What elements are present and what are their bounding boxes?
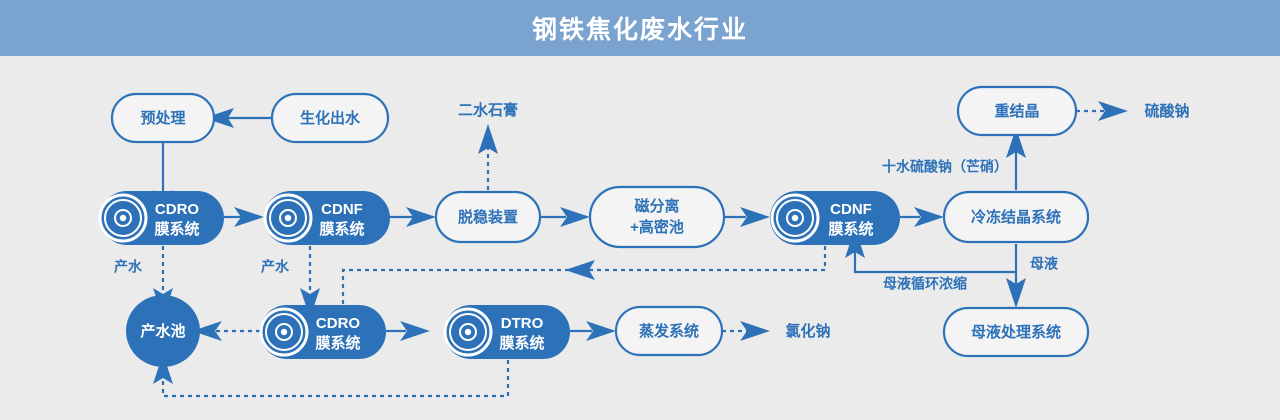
edge-dtro-to-evaporation bbox=[570, 321, 616, 341]
node-cdro-2-label-line1: CDRO bbox=[316, 315, 360, 332]
edge-destabilizer-to-gypsum bbox=[478, 124, 498, 190]
edge-freeze-to-recrystallize bbox=[1006, 128, 1026, 190]
node-recrystallization-label: 重结晶 bbox=[994, 102, 1039, 120]
node-cdro-membrane-system-1[interactable]: CDRO 膜系统 bbox=[98, 191, 224, 245]
edge-freeze-to-mother-liquor-system bbox=[1006, 244, 1026, 308]
edge-cdnf1-product-water bbox=[300, 246, 320, 318]
edge-cdro2-to-dtro bbox=[386, 321, 430, 341]
node-cdro-2-label-line2: 膜系统 bbox=[315, 334, 360, 352]
node-recrystallization[interactable]: 重结晶 bbox=[956, 85, 1078, 137]
edge-evaporation-to-sodium-chloride bbox=[722, 321, 770, 341]
membrane-disc-icon bbox=[770, 193, 820, 243]
node-freeze-crystallization[interactable]: 冷冻结晶系统 bbox=[942, 190, 1090, 244]
node-cdro-membrane-system-2[interactable]: CDRO 膜系统 bbox=[259, 305, 386, 359]
edge-bio-to-pretreatment bbox=[204, 108, 272, 128]
node-cdro-1-label-line2: 膜系统 bbox=[154, 220, 199, 238]
node-mother-liquor-system-label: 母液处理系统 bbox=[971, 323, 1061, 341]
output-gypsum-label: 二水石膏 bbox=[458, 101, 518, 119]
edge-cdro1-to-cdnf1 bbox=[224, 207, 264, 227]
edge-label-product-water-1: 产水 bbox=[114, 259, 143, 275]
node-dtro-label-line2: 膜系统 bbox=[499, 334, 544, 352]
page-title: 钢铁焦化废水行业 bbox=[531, 16, 748, 44]
node-bio-effluent[interactable]: 生化出水 bbox=[270, 92, 390, 144]
page-header: 钢铁焦化废水行业 bbox=[0, 0, 1280, 56]
edge-recrystallize-to-sodium-sulfate bbox=[1076, 101, 1128, 121]
node-product-water-pool-label: 产水池 bbox=[140, 322, 185, 340]
node-destabilizer-label: 脱稳装置 bbox=[458, 208, 518, 226]
membrane-disc-icon bbox=[443, 307, 493, 357]
node-freeze-crystallization-label: 冷冻结晶系统 bbox=[971, 208, 1061, 226]
edge-dtro-recycle-to-pool bbox=[153, 354, 510, 398]
membrane-disc-icon bbox=[263, 193, 313, 243]
node-magsep-label-line1: 磁分离 bbox=[634, 197, 679, 215]
edge-destabilizer-to-magsep bbox=[540, 207, 590, 227]
edge-label-mother-liquor: 母液 bbox=[1030, 256, 1059, 272]
node-pretreatment[interactable]: 预处理 bbox=[110, 92, 216, 144]
node-dtro-membrane-system[interactable]: DTRO 膜系统 bbox=[443, 305, 570, 359]
node-cdnf-membrane-system-2[interactable]: CDNF 膜系统 bbox=[770, 191, 900, 245]
edge-label-mother-liquor-recycle: 母液循环浓缩 bbox=[883, 276, 967, 292]
node-magnetic-separation[interactable]: 磁分离 +高密池 bbox=[588, 185, 726, 249]
node-magsep-label-line2: +高密池 bbox=[630, 218, 684, 236]
edge-cdnf1-to-destabilizer bbox=[390, 207, 436, 227]
node-destabilizer[interactable]: 脱稳装置 bbox=[434, 190, 542, 244]
node-pretreatment-label: 预处理 bbox=[140, 109, 185, 127]
membrane-disc-icon bbox=[98, 193, 148, 243]
node-dtro-label-line1: DTRO bbox=[501, 315, 544, 332]
edge-label-mirabilite: 十水硫酸钠（芒硝） bbox=[882, 159, 1008, 175]
node-cdnf-1-label-line1: CDNF bbox=[321, 201, 363, 218]
node-cdnf-2-label-line1: CDNF bbox=[830, 201, 872, 218]
node-cdnf-2-label-line2: 膜系统 bbox=[828, 220, 873, 238]
node-product-water-pool[interactable]: 产水池 bbox=[126, 295, 200, 367]
node-evaporation-system[interactable]: 蒸发系统 bbox=[614, 305, 724, 357]
node-cdnf-1-label-line2: 膜系统 bbox=[319, 220, 364, 238]
membrane-disc-icon bbox=[259, 307, 309, 357]
node-bio-effluent-label: 生化出水 bbox=[300, 109, 361, 127]
output-sodium-chloride-label: 氯化钠 bbox=[785, 322, 830, 340]
edge-magsep-to-cdnf2 bbox=[724, 207, 770, 227]
edge-cdro2-to-pool bbox=[192, 321, 260, 341]
edge-cdnf2-recycle-to-cdro2 bbox=[341, 246, 827, 306]
output-sodium-sulfate-label: 硫酸钠 bbox=[1144, 102, 1189, 120]
node-evaporation-system-label: 蒸发系统 bbox=[639, 322, 699, 340]
edge-cdnf2-to-freeze bbox=[900, 207, 944, 227]
flowchart-canvas: 十水硫酸钠（芒硝） 母液 母液循环浓缩 产水 bbox=[0, 56, 1280, 420]
node-cdnf-membrane-system-1[interactable]: CDNF 膜系统 bbox=[263, 191, 390, 245]
node-mother-liquor-system[interactable]: 母液处理系统 bbox=[942, 306, 1090, 358]
node-cdro-1-label-line1: CDRO bbox=[155, 201, 199, 218]
edge-label-product-water-2: 产水 bbox=[261, 259, 290, 275]
